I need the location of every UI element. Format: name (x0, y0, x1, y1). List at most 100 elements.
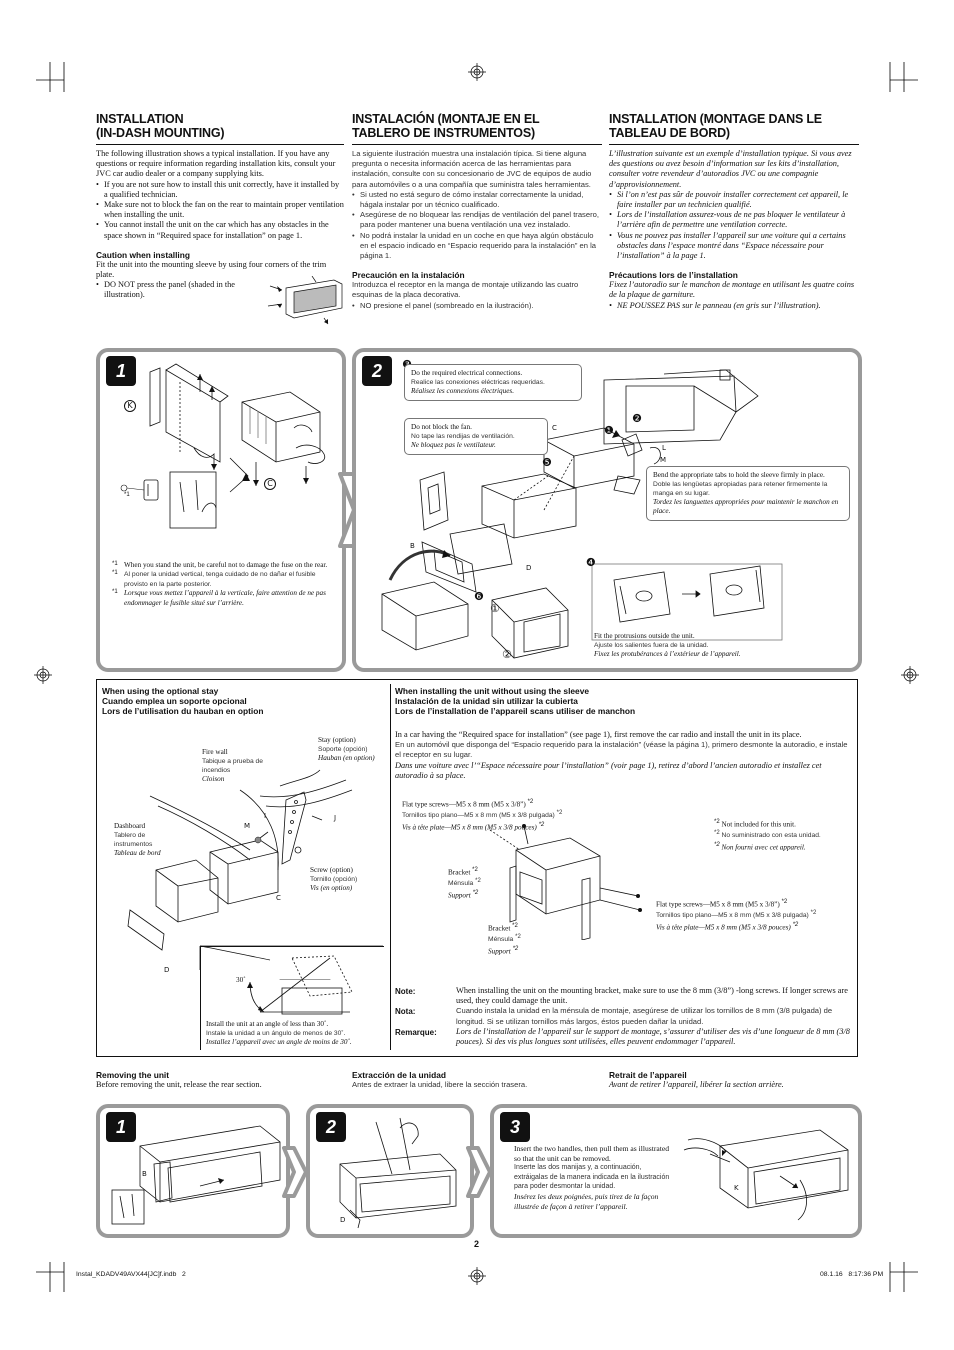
star2-mark: *2 (556, 810, 563, 817)
bullet-es-1: Si usted no está seguro de cómo instalar… (352, 190, 602, 210)
marker-d: D (526, 564, 532, 572)
nosleeve-es: En un automóvil que disponga del “Espaci… (395, 740, 848, 760)
handles-text: Insert the two handles, then pull them a… (514, 1144, 674, 1211)
registration-mark (34, 63, 919, 1285)
stay-heading-en: When using the optional stay (102, 686, 219, 696)
removing-text-es: Antes de extraer la unidad, libere la se… (352, 1080, 528, 1089)
removing-title-fr: Retrait de l’appareil (609, 1070, 687, 1080)
notincl-fr: Non fourni avec cet appareil. (721, 843, 806, 852)
marker-d: D (164, 966, 170, 974)
intro-es: La siguiente ilustración muestra una ins… (352, 149, 592, 189)
dashboard-es: Tablero de instrumentos (114, 832, 153, 848)
nosleeve-fr: Dans une voiture avec l’“Espace nécessai… (395, 760, 822, 780)
angle-illustration (247, 955, 353, 1015)
step-number: 1 (106, 1112, 136, 1142)
removing-en: Removing the unit Before removing the un… (96, 1070, 336, 1090)
marker-k: K (734, 1184, 739, 1192)
fit-protrusions-text: Fit the protrusions outside the unit. Aj… (594, 632, 794, 659)
circle-6: ❻ (474, 590, 484, 603)
stay-heading-es: Cuando emplea un soporte opcional (102, 696, 247, 706)
firewall-fr: Cloison (202, 775, 225, 783)
title-rule (96, 144, 344, 145)
fit-es: Ajuste los salientes fuera de la unidad. (594, 642, 709, 649)
fuse-notes: *1 When you stand the unit, be careful n… (112, 561, 336, 608)
angle-en: Install the unit at an angle of less tha… (206, 1020, 329, 1028)
star2-mark: *2 (475, 878, 481, 885)
note-label-fr: Remarque: (395, 1027, 437, 1037)
star2-mark: *2 (792, 921, 799, 928)
mounting-notes: Note: When installing the unit on the mo… (395, 986, 851, 1047)
fan-es: No tape las rendijas de ventilación. (411, 433, 515, 440)
bullet-en-2: Make sure not to block the fan on the re… (96, 200, 344, 220)
bend-fr: Tordez les languettes appropriées pour m… (653, 498, 839, 515)
bullet-fr-3: Vous ne pouvez pas installer l’appareil … (609, 231, 859, 262)
install-assembly-illustration (381, 369, 783, 659)
note-text-es: Cuando instala la unidad en la ménsula d… (456, 1006, 833, 1026)
stay-label-en: Stay (option) (318, 736, 356, 744)
screws-es: Tornillos tipo plano—M5 x 8 mm (M5 x 3/8… (402, 812, 555, 820)
sub-marker-2: ② (502, 648, 512, 661)
optional-install-box (96, 679, 858, 1057)
marker-m: M (660, 456, 667, 464)
bullet-fr-2: Lors de l’installation assurez-vous de n… (609, 210, 859, 230)
star2-mark: *2 (714, 830, 720, 837)
removing-text-fr: Avant de retirer l’appareil, libérer la … (609, 1080, 784, 1089)
removing-title-es: Extracción de la unidad (352, 1070, 447, 1080)
section-title-es: INSTALACIÓN (MONTAJE EN EL TABLERO DE IN… (352, 112, 540, 140)
title-rule (352, 144, 602, 145)
sleeve-insertion-illustration (120, 363, 326, 529)
marker-d: D (340, 1216, 346, 1224)
step-number: 2 (316, 1112, 346, 1142)
bullets-fr: Si l’on n’est pas sûr de pouvoir install… (609, 190, 859, 261)
next-step-arrow (282, 1146, 308, 1198)
screws2-es: Tornillos tipo plano—M5 x 8 mm (M5 x 3/8… (656, 912, 809, 920)
trim-plate-illustration (267, 276, 343, 325)
marker-i: I (264, 812, 267, 820)
bend-en: Bend the appropriate tabs to hold the sl… (653, 471, 825, 479)
note-label-es: Nota: (395, 1007, 416, 1017)
marker-j: J (334, 814, 337, 822)
screws-en: Flat type screws—M5 x 8 mm (M5 x 3/8”) (402, 800, 526, 809)
bullet-es-2: Asegúrese de no bloquear las rendijas de… (352, 210, 602, 230)
star2-mark: *2 (472, 867, 478, 873)
note-text-en: When installing the unit on the mounting… (456, 986, 848, 1006)
print-timestamp: 08.1.16 8:17:36 PM (820, 1271, 884, 1278)
screws2-en: Flat type screws—M5 x 8 mm (M5 x 3/8”) (656, 900, 780, 909)
column-english: INSTALLATION (IN-DASH MOUNTING) The foll… (96, 112, 344, 301)
angle-fr: Installez l’appareil avec un angle de mo… (206, 1038, 352, 1046)
screws2-fr: Vis à tête plate—M5 x 8 mm (M5 x 3/8 pou… (656, 923, 791, 932)
callout-bend-tabs: Bend the appropriate tabs to hold the sl… (646, 466, 850, 521)
fan-en: Do not block the fan. (411, 423, 472, 431)
bottom-divider (200, 946, 384, 947)
remove-step-3-illustration (683, 1129, 849, 1221)
file-info: Instal_KDADV49AVX44[JC]f.indb 2 (76, 1271, 186, 1278)
notincl-en: Not included for this unit. (721, 820, 796, 829)
star2-mark: *2 (527, 799, 534, 805)
nosleeve-heading-es: Instalación de la unidad sin utilizar la… (395, 696, 578, 706)
notincl-es: No suministrado con esta unidad. (721, 832, 821, 840)
star2-mark: *2 (810, 910, 817, 917)
note-fr: Lorsque vous mettez l’appareil à la vert… (124, 589, 326, 607)
stay-label: Stay (option) Soporte (opción) Hauban (e… (318, 736, 388, 763)
handles-en: Insert the two handles, then pull them a… (514, 1144, 670, 1163)
circle-1: ❶ (604, 424, 614, 437)
bullets-es: Si usted no está seguro de cómo instalar… (352, 190, 602, 261)
screws-label-top: Flat type screws—M5 x 8 mm (M5 x 3/8”) *… (402, 798, 602, 832)
note-mark: *1 (112, 570, 118, 577)
stay-label-es: Soporte (opción) (318, 746, 368, 753)
marker-c: C (276, 894, 281, 902)
bracket-illustration (489, 824, 642, 940)
step-number: 3 (500, 1112, 530, 1142)
step-number: 2 (362, 356, 392, 386)
caution-bullet-es: NO presione el panel (sombreado en la il… (352, 301, 602, 311)
star2-mark: *2 (714, 819, 720, 825)
note-mark: *1 (112, 561, 118, 567)
screw-en: Screw (option) (310, 866, 353, 874)
nosleeve-heading-fr: Lors de l’installation de l’appareil sca… (395, 706, 636, 716)
caution-title-en: Caution when installing (96, 249, 190, 260)
star2-mark: *2 (538, 821, 545, 828)
bracket-fr: Support (448, 891, 471, 900)
nosleeve-heading: When installing the unit without using t… (395, 686, 635, 716)
dashboard-en: Dashboard (114, 822, 146, 830)
bracket2-fr: Support (488, 947, 511, 956)
